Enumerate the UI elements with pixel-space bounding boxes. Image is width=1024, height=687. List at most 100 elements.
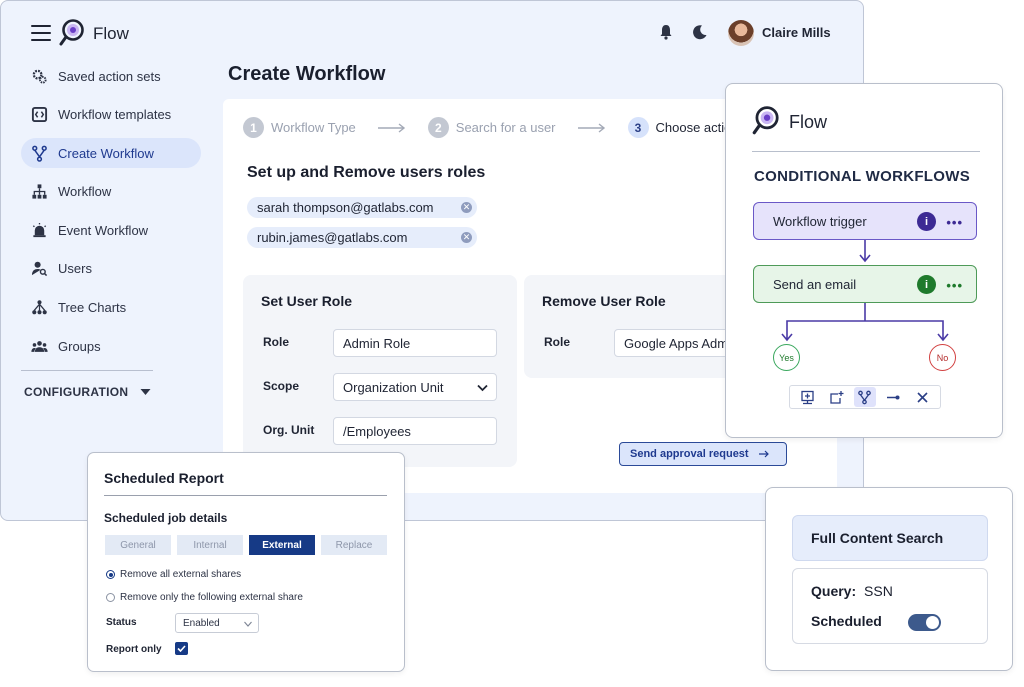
hierarchy-icon xyxy=(32,184,47,199)
user-chip: sarah thompson@gatlabs.com ✕ xyxy=(247,197,477,218)
step-number: 2 xyxy=(427,117,449,138)
more-options-icon[interactable]: ••• xyxy=(946,215,963,230)
conditional-workflows-panel: Flow CONDITIONAL WORKFLOWS Workflow trig… xyxy=(725,83,1003,438)
info-icon[interactable]: i xyxy=(917,275,936,294)
search-title[interactable]: Full Content Search xyxy=(792,515,988,561)
node-label: Send an email xyxy=(773,276,857,292)
report-only-label: Report only xyxy=(106,644,162,655)
logo-text: Flow xyxy=(789,111,828,132)
add-node-icon[interactable] xyxy=(796,387,818,407)
sidebar-item-create-workflow[interactable]: Create Workflow xyxy=(21,138,201,169)
tree-chart-icon xyxy=(32,300,47,315)
stepper: 1 Workflow Type 2 Search for a user 3 Ch… xyxy=(243,117,739,138)
sidebar-item-label: Groups xyxy=(58,338,101,354)
search-details: Query: SSN Scheduled xyxy=(792,568,988,644)
report-only-checkbox[interactable] xyxy=(175,642,188,655)
sidebar-item-groups[interactable]: Groups xyxy=(21,331,201,361)
step-number: 3 xyxy=(627,117,649,138)
workflow-trigger-node[interactable]: Workflow trigger i ••• xyxy=(753,202,977,240)
remove-chip-icon[interactable]: ✕ xyxy=(461,202,472,213)
yes-branch[interactable]: Yes xyxy=(773,344,800,371)
sidebar-item-saved-action-sets[interactable]: Saved action sets xyxy=(21,61,201,91)
radio-button[interactable] xyxy=(106,570,115,579)
gear-cluster-icon xyxy=(32,69,47,84)
divider xyxy=(752,151,980,152)
send-email-node[interactable]: Send an email i ••• xyxy=(753,265,977,303)
page-title: Create Workflow xyxy=(228,63,386,85)
sidebar-item-workflow-templates[interactable]: Workflow templates xyxy=(21,100,201,130)
checkmark-icon xyxy=(177,645,186,652)
arrow-right-icon xyxy=(577,122,605,133)
no-branch[interactable]: No xyxy=(929,344,956,371)
step-workflow-type[interactable]: 1 Workflow Type xyxy=(243,117,356,138)
close-icon[interactable] xyxy=(912,387,934,407)
set-user-role-card: Set User Role Role Admin Role Scope Orga… xyxy=(243,275,517,467)
chevron-down-icon xyxy=(244,621,252,627)
radio-remove-specific[interactable]: Remove only the following external share xyxy=(106,592,303,603)
role-label: Role xyxy=(263,335,290,349)
scheduled-report-panel: Scheduled Report Scheduled job details G… xyxy=(87,452,405,672)
configuration-label: CONFIGURATION xyxy=(24,384,129,399)
split-branch-icon[interactable] xyxy=(853,387,876,407)
configuration-toggle[interactable]: CONFIGURATION xyxy=(21,385,201,399)
info-icon[interactable]: i xyxy=(917,212,936,231)
status-value: Enabled xyxy=(183,617,220,629)
full-content-search-panel: Full Content Search Query: SSN Scheduled xyxy=(765,487,1013,671)
role-input[interactable]: Admin Role xyxy=(333,329,497,357)
chevron-down-icon xyxy=(477,384,488,392)
sidebar-item-label: Create Workflow xyxy=(58,145,154,161)
tab-internal[interactable]: Internal xyxy=(177,535,243,555)
sidebar-item-tree-charts[interactable]: Tree Charts xyxy=(21,293,201,323)
hamburger-menu-icon[interactable] xyxy=(31,25,51,41)
status-select[interactable]: Enabled xyxy=(175,613,259,633)
divider xyxy=(104,495,387,496)
scope-label: Scope xyxy=(263,379,300,393)
query-value: SSN xyxy=(864,583,893,599)
logo-text: Flow xyxy=(93,24,129,43)
add-branch-icon[interactable] xyxy=(825,387,847,407)
bell-icon[interactable] xyxy=(657,23,675,41)
connect-icon[interactable] xyxy=(883,387,905,407)
sidebar-item-label: Workflow templates xyxy=(58,107,172,123)
groups-icon xyxy=(31,340,48,352)
tab-external[interactable]: External xyxy=(249,535,315,555)
avatar[interactable] xyxy=(728,20,754,46)
sidebar-item-label: Workflow xyxy=(58,184,112,200)
branch-icon xyxy=(32,145,47,162)
radio-button[interactable] xyxy=(106,593,115,602)
button-label: Send approval request xyxy=(630,448,749,460)
sidebar-divider xyxy=(21,369,153,371)
scheduled-toggle[interactable] xyxy=(908,614,941,631)
scope-value: Organization Unit xyxy=(343,379,444,395)
sidebar-item-event-workflow[interactable]: Event Workflow xyxy=(21,215,201,245)
sidebar-item-label: Event Workflow xyxy=(58,222,149,238)
app-logo[interactable]: Flow xyxy=(59,19,129,49)
sidebar: Saved action sets Workflow templates Cre… xyxy=(21,61,201,399)
step-label: Workflow Type xyxy=(271,120,356,135)
role-label: Role xyxy=(544,335,571,349)
step-number: 1 xyxy=(243,117,264,138)
user-name[interactable]: Claire Mills xyxy=(762,25,831,40)
radio-label: Remove all external shares xyxy=(120,569,242,580)
arrow-right-icon xyxy=(377,122,405,133)
step-search-user[interactable]: 2 Search for a user xyxy=(427,117,556,138)
more-options-icon[interactable]: ••• xyxy=(946,278,963,293)
moon-icon[interactable] xyxy=(691,23,709,41)
chip-email: rubin.james@gatlabs.com xyxy=(257,230,408,245)
remove-chip-icon[interactable]: ✕ xyxy=(461,232,472,243)
chip-email: sarah thompson@gatlabs.com xyxy=(257,200,434,215)
tab-general[interactable]: General xyxy=(105,535,171,555)
scope-select[interactable]: Organization Unit xyxy=(333,373,497,401)
radio-label: Remove only the following external share xyxy=(120,592,303,603)
org-unit-input[interactable]: /Employees xyxy=(333,417,497,445)
send-approval-request-button[interactable]: Send approval request xyxy=(619,442,787,466)
sidebar-item-label: Saved action sets xyxy=(58,68,161,84)
step-label: Search for a user xyxy=(455,120,556,135)
sidebar-item-users[interactable]: Users xyxy=(21,254,201,284)
radio-remove-all[interactable]: Remove all external shares xyxy=(106,569,241,580)
tab-replace[interactable]: Replace xyxy=(321,535,387,555)
status-label: Status xyxy=(106,617,137,628)
step-choose-action[interactable]: 3 Choose action xyxy=(627,117,739,138)
sidebar-item-workflow[interactable]: Workflow xyxy=(21,177,201,207)
flow-logo-icon xyxy=(752,106,779,135)
